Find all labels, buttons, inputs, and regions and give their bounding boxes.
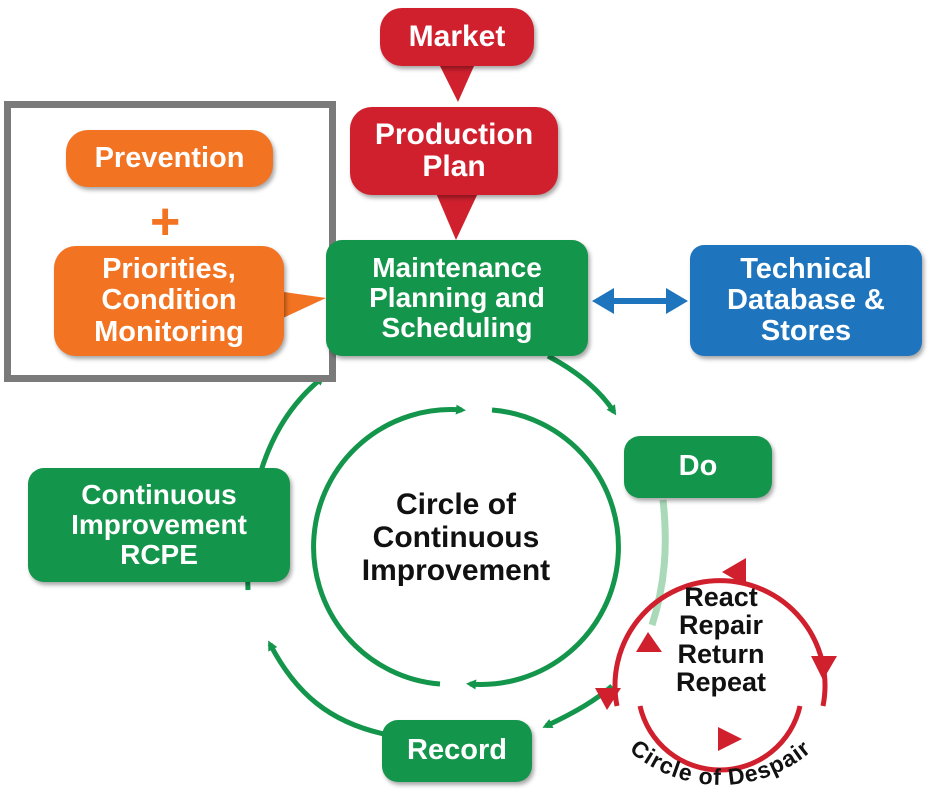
maintenance-line3: Scheduling	[381, 312, 533, 344]
despair-arrowheads	[595, 558, 837, 751]
prevention-node: Prevention	[66, 130, 273, 187]
priorities-line2: Condition	[101, 284, 237, 317]
production-plan-line1: Production	[374, 117, 534, 151]
despair-circle	[612, 578, 828, 773]
do-label: Do	[678, 450, 718, 483]
ci-line3: RCPE	[120, 539, 198, 571]
maintenance-planning-node: Maintenance Planning and Scheduling	[326, 240, 588, 356]
record-label: Record	[407, 734, 507, 767]
despair-line4: Repeat	[675, 667, 767, 698]
priorities-line1: Priorities,	[102, 253, 236, 286]
arrow-record-to-ci	[267, 640, 385, 737]
despair-line2: Repair	[678, 610, 764, 641]
cci-line1: Circle of	[395, 488, 517, 521]
production-callout-tail	[436, 193, 478, 240]
continuous-improvement-circle-label: Circle of Continuous Improvement	[338, 488, 574, 587]
continuous-improvement-node: Continuous Improvement RCPE	[28, 468, 290, 582]
arrow-do-to-despair	[648, 499, 669, 627]
maintenance-line2: Planning and	[369, 281, 545, 313]
priorities-callout-tail	[270, 290, 326, 324]
technical-database-node: Technical Database & Stores	[690, 245, 922, 356]
arrow-maintenance-to-do	[546, 353, 617, 416]
production-plan-line2: Plan	[422, 150, 486, 183]
plus-icon: +	[150, 193, 181, 251]
technical-line3: Stores	[760, 315, 852, 348]
maintenance-line1: Maintenance	[372, 251, 542, 283]
cci-line2: Continuous	[372, 521, 540, 554]
ci-line2: Improvement	[71, 508, 247, 540]
inner-circle	[311, 404, 621, 690]
production-plan-node: Production Plan	[350, 107, 558, 195]
despair-line1: React	[684, 582, 758, 612]
priorities-line3: Monitoring	[94, 315, 244, 348]
market-label: Market	[408, 19, 506, 53]
prevention-label: Prevention	[94, 141, 245, 174]
technical-line1: Technical	[740, 252, 872, 285]
record-node: Record	[382, 720, 532, 782]
technical-line2: Database &	[727, 283, 885, 316]
priorities-node: Priorities, Condition Monitoring	[54, 246, 284, 356]
despair-line3: Return	[677, 638, 765, 669]
despair-circle-center-label: React Repair Return Repeat	[650, 582, 792, 698]
do-node: Do	[624, 436, 772, 498]
double-arrow	[592, 288, 688, 314]
market-callout-tail	[440, 66, 474, 102]
cci-line3: Improvement	[361, 554, 551, 587]
ci-line1: Continuous	[81, 478, 237, 510]
market-node: Market	[380, 8, 534, 66]
